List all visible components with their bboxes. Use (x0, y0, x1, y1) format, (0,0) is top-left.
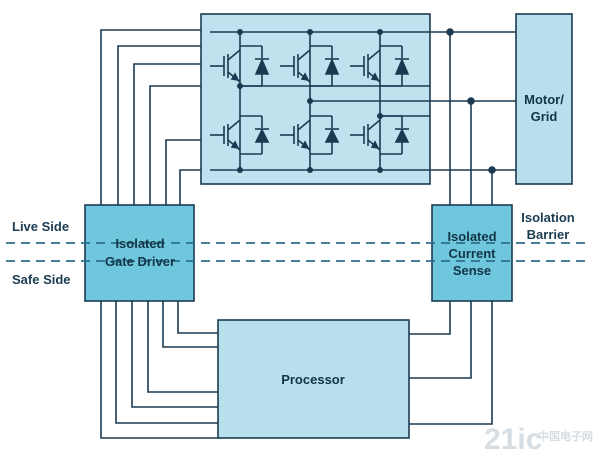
rail-node-top-2 (307, 29, 313, 35)
isolation-barrier-label-1: Isolation (521, 210, 575, 225)
gate-driver-label-1: Isolated (115, 236, 164, 251)
igbt-1-high-collector (227, 49, 241, 61)
motor-grid-label-2: Grid (531, 109, 558, 124)
rail-node-top-3 (377, 29, 383, 35)
driver-processor-wires (100, 301, 218, 439)
rail-node-bottom-1 (237, 167, 243, 173)
current-sense-block (431, 204, 513, 302)
processor-label: Processor (281, 372, 345, 387)
phase-node-2 (307, 98, 313, 104)
rail-node-bottom-3 (377, 167, 383, 173)
watermark-site: 中国电子网 (538, 429, 593, 443)
isolation-barrier-lines (6, 242, 590, 262)
igbt-1-high-arrow (230, 72, 240, 82)
igbt-1-low-collector (227, 119, 241, 131)
igbt-1-low-arrow (230, 140, 240, 150)
igbt-3-low-diode (394, 128, 410, 143)
igbt-2-high-arrow (300, 72, 310, 82)
rail-node-top-1 (237, 29, 243, 35)
igbt-3-high-diode (394, 57, 410, 75)
gate-driver-block (84, 204, 195, 302)
live-side-label: Live Side (12, 219, 69, 234)
watermark: 21ic 中国电子网 (484, 423, 593, 456)
igbt-1-low-diode (254, 128, 270, 143)
phase-outputs (430, 28, 516, 205)
inverter-block (200, 13, 431, 185)
igbt-3-low-arrow (370, 140, 380, 150)
sense-processor-wires (409, 301, 493, 425)
igbt-2-low-collector (297, 119, 311, 131)
three-phase-bridge (210, 29, 430, 173)
current-sense-label-1: Isolated (447, 229, 496, 244)
igbt-2-high-diode (324, 57, 340, 75)
motor-grid-label-1: Motor/ (524, 92, 564, 107)
igbt-2-low-diode (324, 128, 340, 143)
igbt-3-low-collector (367, 119, 381, 131)
gate-drive-wires (100, 29, 201, 205)
igbt-3-high-collector (367, 49, 381, 61)
current-sense-label-2: Current (449, 246, 497, 261)
igbt-1-high-diode (254, 57, 270, 75)
rail-node-bottom-2 (307, 167, 313, 173)
safe-side-label: Safe Side (12, 272, 71, 287)
isolation-barrier-label-2: Barrier (527, 227, 570, 242)
gate-driver-label-2: Gate Driver (105, 254, 175, 269)
igbt-2-high-collector (297, 49, 311, 61)
igbt-3-high-arrow (370, 72, 380, 82)
current-sense-label-3: Sense (453, 263, 491, 278)
motor-grid-block (515, 13, 573, 185)
watermark-brand: 21ic (484, 423, 542, 456)
processor-block (217, 319, 410, 439)
igbt-2-low-arrow (300, 140, 310, 150)
